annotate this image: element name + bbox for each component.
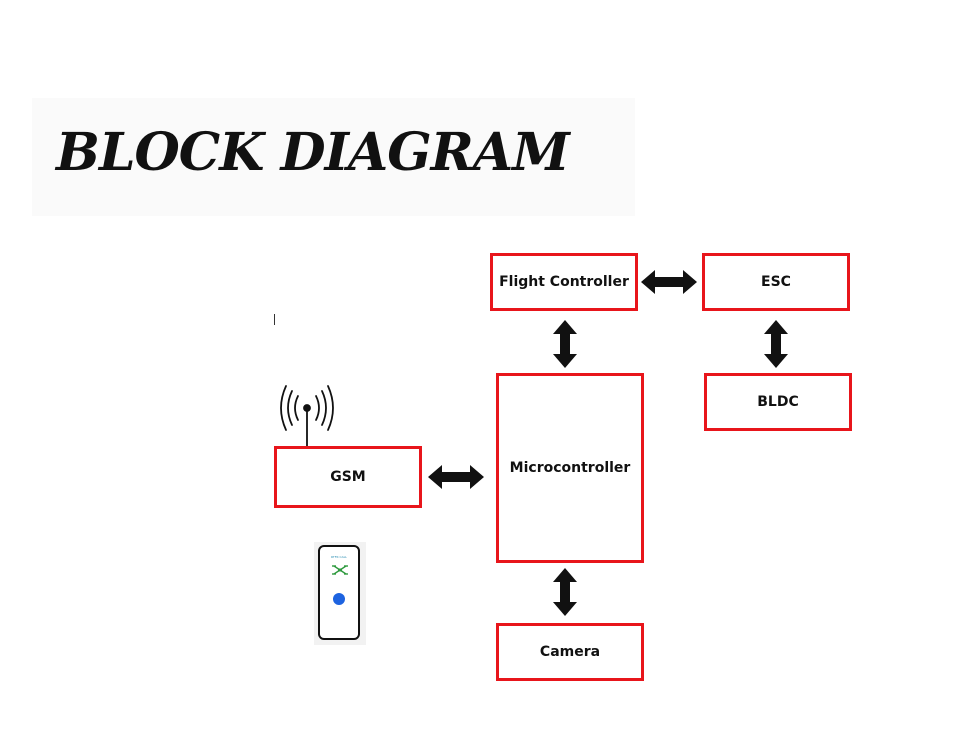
block-esc-label: ESC	[761, 274, 791, 290]
arrow-flight-controller-esc	[641, 270, 697, 294]
phone-screen: RTFR CALL	[318, 545, 360, 640]
block-flight-controller-label: Flight Controller	[499, 274, 629, 290]
antenna-icon	[280, 385, 334, 448]
phone-icon: RTFR CALL	[314, 542, 366, 645]
arrow-microcontroller-camera	[553, 568, 577, 616]
block-bldc-label: BLDC	[757, 394, 799, 410]
arrow-gsm-microcontroller	[428, 465, 484, 489]
block-microcontroller: Microcontroller	[496, 373, 644, 563]
block-flight-controller: Flight Controller	[490, 253, 638, 311]
block-esc: ESC	[702, 253, 850, 311]
phone-call-button	[333, 593, 345, 605]
block-microcontroller-label: Microcontroller	[509, 460, 631, 476]
block-camera-label: Camera	[539, 644, 601, 660]
text-cursor	[274, 314, 275, 325]
arrow-flight-controller-microcontroller	[553, 320, 577, 368]
block-gsm: GSM	[274, 446, 422, 508]
drone-icon	[332, 565, 348, 575]
block-bldc: BLDC	[704, 373, 852, 431]
block-gsm-label: GSM	[330, 469, 366, 485]
arrow-esc-bldc	[764, 320, 788, 368]
block-camera: Camera	[496, 623, 644, 681]
title-band	[32, 98, 635, 216]
phone-caption: RTFR CALL	[331, 555, 347, 559]
diagram-title: BLOCK DIAGRAM	[56, 122, 570, 183]
